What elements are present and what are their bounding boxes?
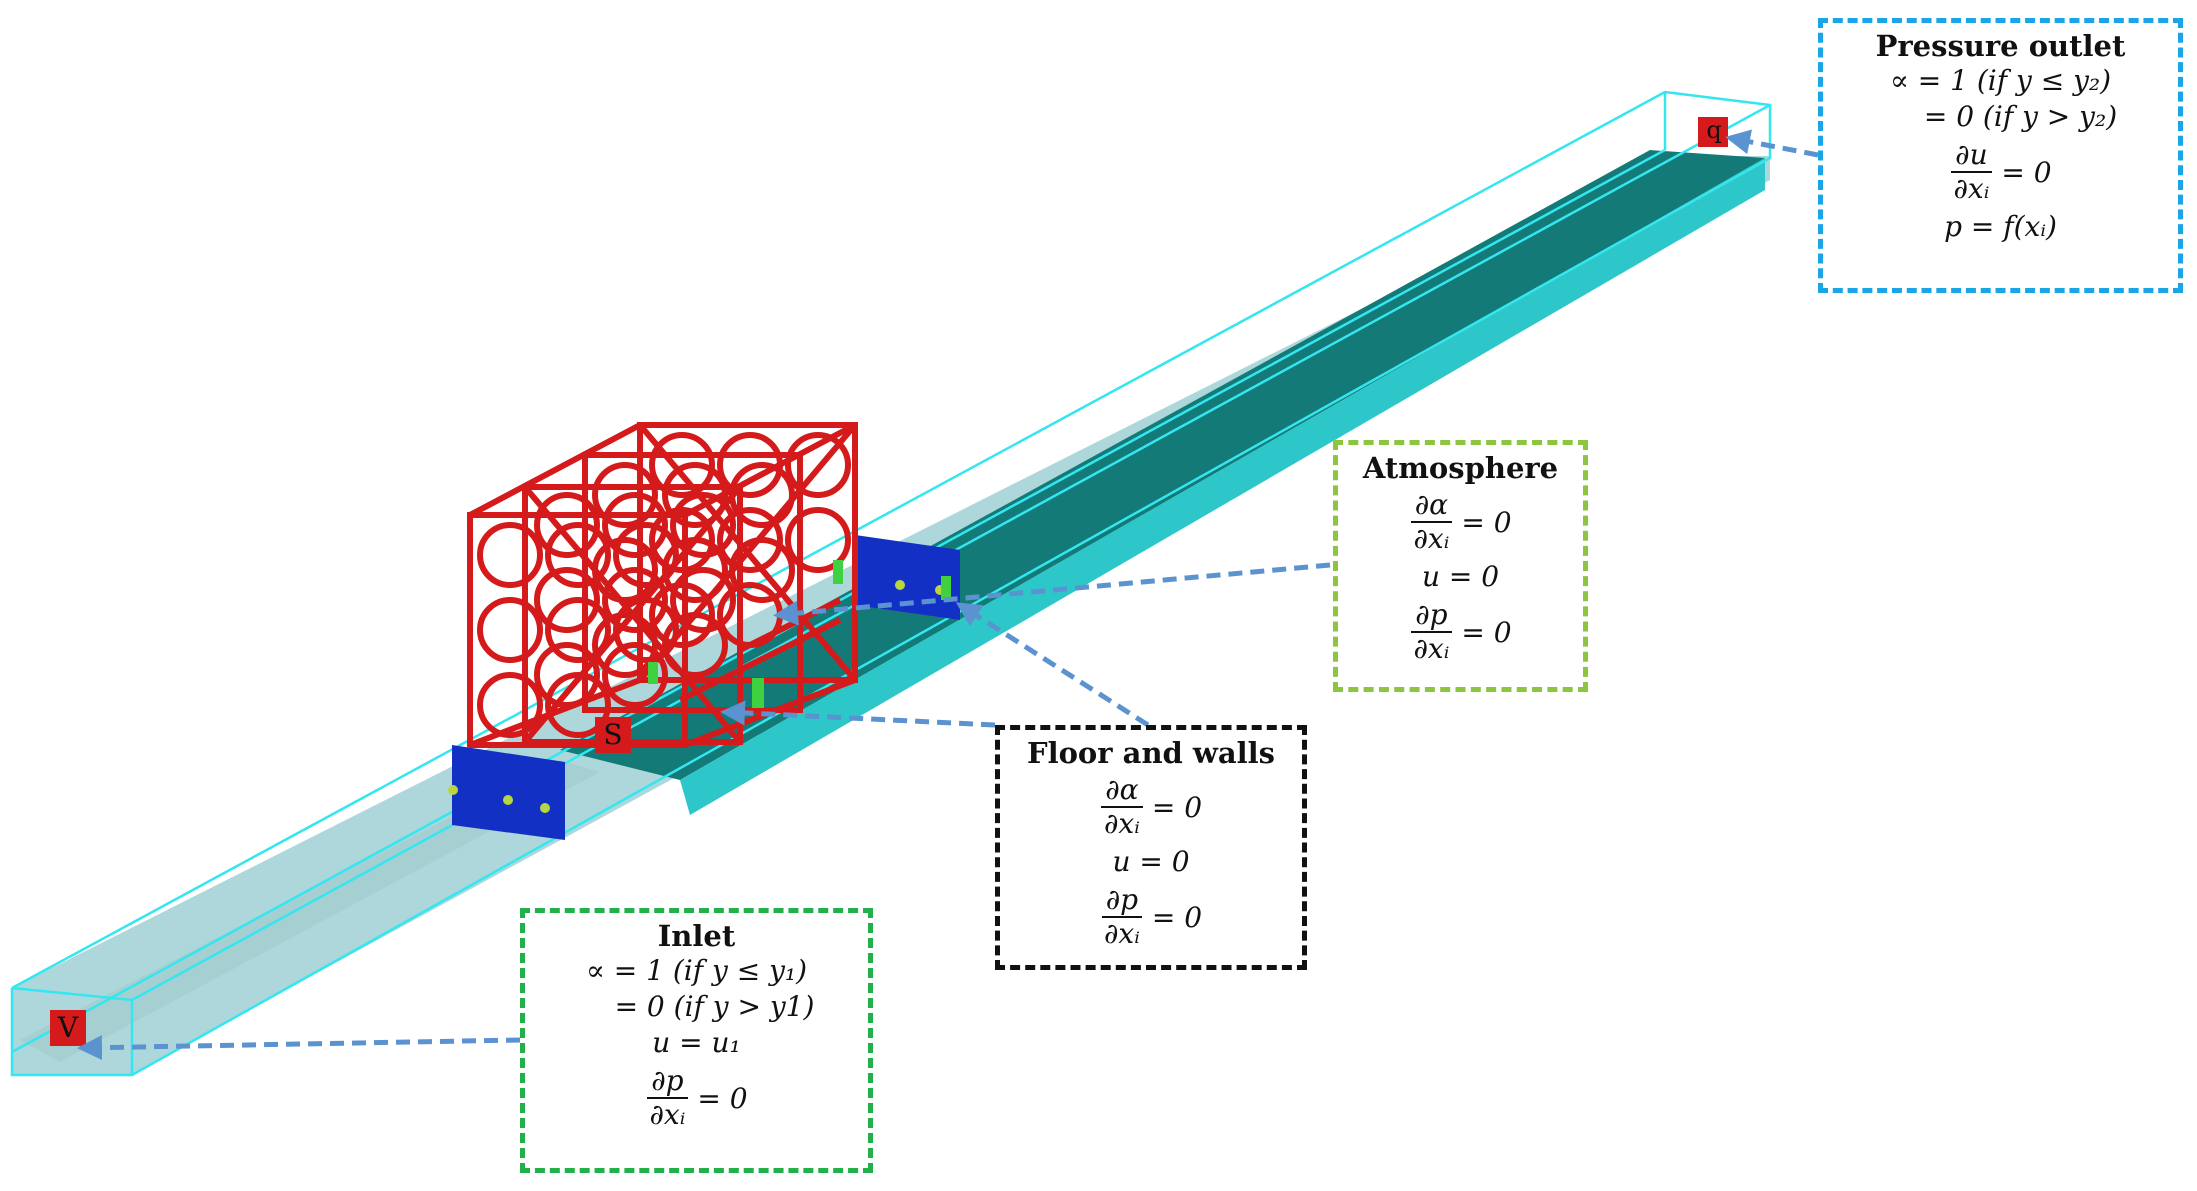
frac-rhs: = 0 [1461,615,1512,649]
outlet-patch-label: q [1706,116,1722,144]
frac-numerator: ∂α [1410,489,1453,523]
frac-denominator: ∂xᵢ [1413,522,1450,555]
atmosphere-title: Atmosphere [1362,451,1559,485]
outlet-alpha-eq-2: = 0 (if y > y₂) [1923,100,2118,133]
frac-rhs: = 0 [2001,155,2052,189]
pressure-outlet-box: Pressure outlet ∝ = 1 (if y ≤ y₂) = 0 (i… [1818,18,2183,293]
outlet-pressure-eq: p = f(xᵢ) [1944,210,2057,243]
frac-rhs: = 0 [1151,790,1203,824]
structure-patch [595,717,631,753]
inlet-box: Inlet ∝ = 1 (if y ≤ y₁) = 0 (if y > y1) … [520,908,873,1173]
numerical-flume [10,90,1772,1077]
atmosphere-velocity-eq: u = 0 [1421,560,1500,593]
outlet-velocity-gradient: ∂u∂xᵢ = 0 [1823,139,2178,205]
lattice-structure [467,422,858,748]
arrow-floor-1 [955,602,1150,728]
arrow-floor-2 [720,700,996,728]
frac-numerator: ∂p [1411,599,1452,633]
frac-rhs: = 0 [1151,900,1203,934]
floor-walls-box: Floor and walls ∂α∂xᵢ = 0 u = 0 ∂p∂xᵢ = … [995,725,1307,970]
atmosphere-box: Atmosphere ∂α∂xᵢ = 0 u = 0 ∂p∂xᵢ = 0 [1333,440,1588,692]
outlet-patch [1698,117,1728,147]
sensor-patches [648,560,951,708]
support-block-front [452,745,565,840]
leader-arrows [77,129,1819,1061]
frac-rhs: = 0 [1461,505,1512,539]
atmosphere-pressure-gradient: ∂p∂xᵢ = 0 [1338,599,1583,665]
frac-denominator: ∂xᵢ [1413,632,1450,665]
atmosphere-alpha-gradient: ∂α∂xᵢ = 0 [1338,489,1583,555]
arrow-outlet [1725,129,1819,158]
arrow-atmosphere [773,562,1331,626]
channel-floor [560,150,1765,780]
frac-denominator: ∂xᵢ [1103,917,1140,950]
frac-numerator: ∂u [1951,139,1992,173]
inlet-patch-label: V [57,1011,79,1044]
structure-patch-label: S [603,718,623,751]
inlet-alpha-eq-2: = 0 (if y > y1) [614,990,815,1023]
frac-denominator: ∂xᵢ [1953,172,1990,205]
outlet-alpha-eq-1: ∝ = 1 (if y ≤ y₂) [1889,64,2112,97]
inlet-title: Inlet [657,919,736,953]
floor-walls-title: Floor and walls [1026,736,1276,770]
frac-denominator: ∂xᵢ [1103,807,1140,840]
pressure-outlet-title: Pressure outlet [1875,29,2126,63]
arrow-inlet [77,1035,521,1061]
floor-pressure-gradient: ∂p∂xᵢ = 0 [1000,884,1302,950]
frac-numerator: ∂α [1101,774,1143,808]
floor-velocity-eq: u = 0 [1112,845,1190,878]
channel-side-wall [680,158,1765,815]
inlet-pressure-gradient: ∂p∂xᵢ = 0 [525,1065,868,1131]
frac-rhs: = 0 [697,1081,748,1115]
inlet-alpha-eq-1: ∝ = 1 (if y ≤ y₁) [585,954,808,987]
inlet-velocity-eq: u = u₁ [652,1026,741,1059]
frac-numerator: ∂p [1101,884,1143,918]
frac-numerator: ∂p [647,1065,688,1099]
channel-floor-near [20,760,600,1062]
frac-denominator: ∂xᵢ [649,1098,686,1131]
floor-alpha-gradient: ∂α∂xᵢ = 0 [1000,774,1302,840]
